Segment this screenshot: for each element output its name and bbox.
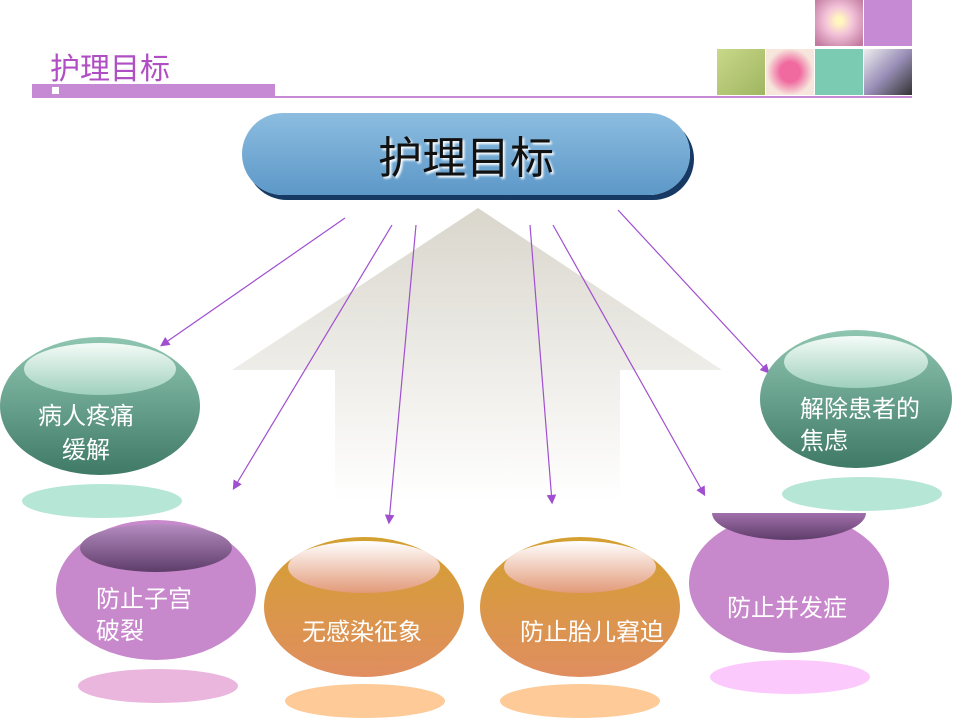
goal-prevent-uterine-rupture: 防止子宫 破裂 bbox=[56, 520, 256, 660]
arrow-line bbox=[160, 217, 346, 347]
header-dot bbox=[52, 87, 59, 94]
header-divider bbox=[32, 96, 912, 98]
arrow-line bbox=[232, 224, 393, 491]
shadow-ellipse bbox=[285, 684, 445, 718]
header-title: 护理目标 bbox=[50, 52, 170, 87]
goal-label: 无感染征象 bbox=[302, 618, 422, 646]
shadow-ellipse bbox=[782, 477, 942, 511]
gloss bbox=[784, 336, 928, 388]
goal-prevent-fetal-distress: 防止胎儿窘迫 bbox=[480, 537, 680, 677]
goal-label: 解除患者的 bbox=[800, 395, 920, 423]
goal-prevent-complications: 防止并发症 bbox=[689, 513, 889, 653]
goal-label: 破裂 bbox=[96, 617, 144, 645]
shadow-ellipse bbox=[78, 669, 238, 703]
cosmetics-image bbox=[717, 49, 765, 95]
arrow-line bbox=[529, 224, 557, 505]
arrow-line bbox=[384, 224, 417, 525]
arrow-line bbox=[552, 224, 706, 497]
goal-label: 缓解 bbox=[62, 436, 110, 464]
gloss bbox=[712, 513, 866, 540]
header-bar bbox=[32, 84, 275, 97]
goal-label: 病人疼痛 bbox=[38, 402, 134, 430]
gloss bbox=[288, 541, 440, 593]
shadow-ellipse bbox=[500, 684, 660, 718]
goal-no-infection: 无感染征象 bbox=[264, 537, 464, 677]
goal-pain-relief: 病人疼痛 缓解 bbox=[0, 337, 200, 475]
arrow-line bbox=[617, 209, 770, 374]
main-title-banner: 护理目标 bbox=[242, 113, 690, 195]
dumbbell-image bbox=[766, 49, 814, 95]
goal-label: 防止子宫 bbox=[96, 585, 192, 613]
goal-label: 焦虑 bbox=[800, 427, 848, 455]
goal-relieve-anxiety: 解除患者的 焦虑 bbox=[760, 330, 952, 468]
purple-tile bbox=[864, 0, 912, 46]
gloss bbox=[504, 541, 656, 593]
big-up-arrow bbox=[232, 208, 722, 500]
goal-label: 防止并发症 bbox=[727, 594, 847, 622]
flower-image bbox=[815, 0, 863, 46]
green-tile bbox=[815, 49, 863, 95]
eyeshadow-image bbox=[864, 49, 912, 95]
shadow-ellipse bbox=[22, 484, 182, 518]
gloss bbox=[80, 524, 232, 572]
shadow-ellipse bbox=[710, 660, 870, 694]
goal-label: 防止胎儿窘迫 bbox=[520, 618, 664, 646]
gloss bbox=[24, 343, 176, 395]
